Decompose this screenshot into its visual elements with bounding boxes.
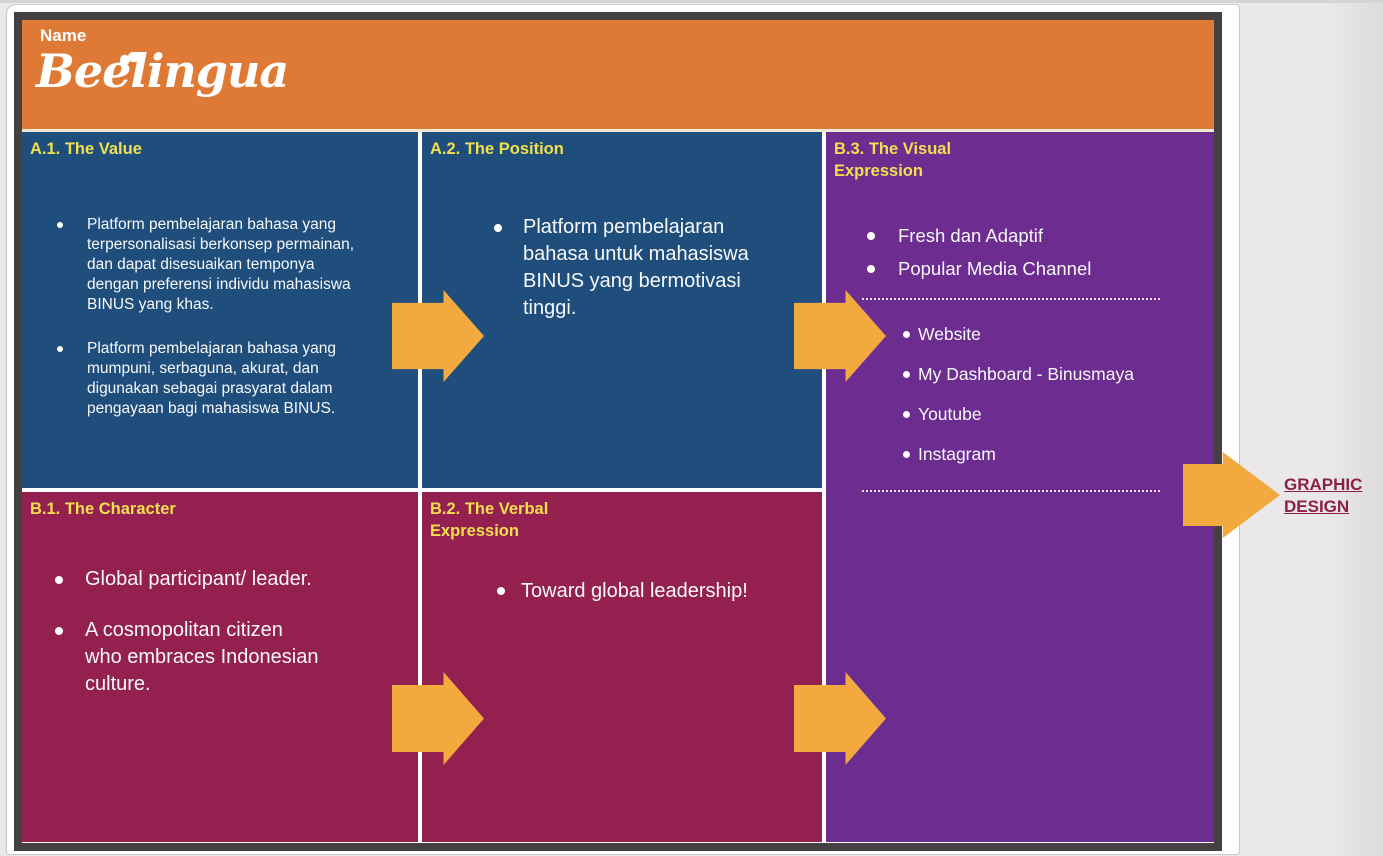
a1-bullet-list: Platform pembelajaran bahasa yang terper… — [52, 215, 402, 443]
list-item-text: My Dashboard - Binusmaya — [918, 364, 1134, 384]
list-item-text: Popular Media Channel — [898, 258, 1092, 279]
bullet-icon — [57, 222, 63, 228]
bullet-icon — [55, 627, 63, 635]
b1-bullet-list: Global participant/ leader. A cosmopolit… — [55, 566, 405, 722]
name-label: Name — [40, 26, 87, 45]
panel-b2-the-verbal-expression: B.2. The Verbal Expression Toward global… — [422, 492, 822, 842]
b3-channel-list: Website My Dashboard - Binusmaya Youtube… — [903, 322, 1203, 482]
panel-b1-title: B.1. The Character — [30, 500, 176, 518]
list-item-text: Website — [918, 324, 981, 344]
a2-bullet-list: Platform pembelajaran bahasa untuk mahas… — [492, 214, 802, 322]
list-item: Toward global leadership! — [497, 578, 817, 605]
list-item-text: Platform pembelajaran bahasa yang terper… — [87, 216, 355, 313]
brand-framework-board: Name Beelingua A.1. The Value Platform p… — [14, 12, 1222, 851]
bullet-icon — [55, 576, 63, 584]
bullet-icon — [57, 346, 63, 352]
bee-icon — [120, 51, 140, 66]
brand-header: Name Beelingua — [22, 20, 1214, 129]
bullet-icon — [494, 224, 502, 232]
list-item: Youtube — [903, 402, 1203, 426]
list-item-text: Global participant/ leader. — [85, 568, 312, 590]
panel-b1-the-character: B.1. The Character Global participant/ l… — [22, 492, 418, 842]
list-item: My Dashboard - Binusmaya — [903, 362, 1203, 386]
b3-bullet-list: Fresh dan Adaptif Popular Media Channel — [866, 224, 1196, 290]
graphic-design-link[interactable]: GRAPHIC DESIGN — [1284, 475, 1363, 516]
list-item: Fresh dan Adaptif — [866, 224, 1196, 248]
list-item-text: A cosmopolitan citizen who embraces Indo… — [85, 619, 319, 695]
panel-b3-the-visual-expression: B.3. The Visual Expression Fresh dan Ada… — [826, 132, 1214, 842]
list-item: Popular Media Channel — [866, 257, 1196, 281]
dotted-separator — [862, 490, 1160, 492]
header-divider — [22, 129, 1214, 132]
panel-a2-title: A.2. The Position — [430, 140, 564, 158]
list-item: Website — [903, 322, 1203, 346]
list-item-text: Platform pembelajaran bahasa yang mumpun… — [87, 340, 337, 417]
list-item-text: Fresh dan Adaptif — [898, 225, 1044, 246]
list-item-text: Toward global leadership! — [521, 580, 748, 602]
bullet-icon — [867, 265, 875, 273]
list-item: Platform pembelajaran bahasa untuk mahas… — [492, 214, 802, 322]
panel-a1-the-value: A.1. The Value Platform pembelajaran bah… — [22, 132, 418, 488]
list-item-text: Youtube — [918, 404, 982, 424]
list-item-text: Instagram — [918, 444, 996, 464]
list-item: Instagram — [903, 442, 1203, 466]
bullet-icon — [903, 411, 910, 418]
bullet-icon — [867, 232, 875, 240]
panel-a2-the-position: A.2. The Position Platform pembelajaran … — [422, 132, 822, 488]
brand-logo: Beelingua — [36, 44, 289, 98]
list-item: Platform pembelajaran bahasa yang mumpun… — [52, 339, 402, 419]
panel-a1-title: A.1. The Value — [30, 140, 142, 158]
dotted-separator — [862, 298, 1160, 300]
arrow-right-icon-to-graphic-design — [1183, 452, 1280, 538]
list-item: Global participant/ leader. — [55, 566, 405, 593]
list-item: Platform pembelajaran bahasa yang terper… — [52, 215, 402, 315]
bullet-icon — [903, 451, 910, 458]
panel-b2-title: B.2. The Verbal Expression — [430, 500, 549, 540]
b2-bullet-list: Toward global leadership! — [497, 578, 817, 605]
list-item-text: Platform pembelajaran bahasa untuk mahas… — [523, 216, 749, 319]
bullet-icon — [903, 331, 910, 338]
list-item: A cosmopolitan citizen who embraces Indo… — [55, 617, 405, 698]
panel-b3-title: B.3. The Visual Expression — [834, 140, 952, 180]
bullet-icon — [497, 587, 505, 595]
bullet-icon — [903, 371, 910, 378]
